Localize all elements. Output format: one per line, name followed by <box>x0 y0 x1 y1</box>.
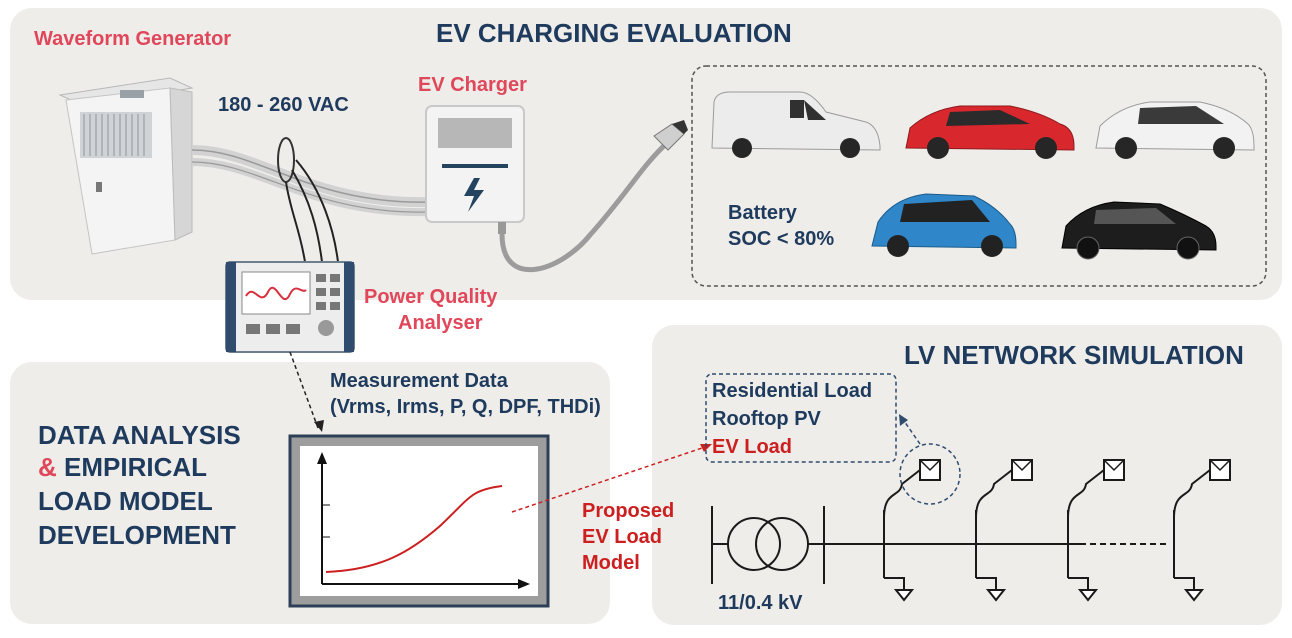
proposed-model-label-2: EV Load <box>582 526 663 548</box>
measurement-chart-icon <box>288 434 550 608</box>
load-pv-label: Rooftop PV <box>712 408 821 430</box>
analysis-title-line-1: DATA ANALYSIS <box>38 420 241 450</box>
van-white-icon <box>711 91 881 158</box>
load-residential-label: Residential Load <box>712 380 873 402</box>
load-curve <box>325 485 503 573</box>
arrow-circle-to-load-box <box>901 417 921 445</box>
measurement-data-label-2: (Vrms, Irms, P, Q, DPF, THDi) <box>330 396 601 418</box>
suv-white-icon <box>1095 101 1255 159</box>
lv-bus-3 <box>1067 459 1125 602</box>
lv-bus-2 <box>975 459 1033 602</box>
battery-soc-label-1: Battery <box>728 202 797 224</box>
transformer-rating-label: 11/0.4 kV <box>718 592 803 614</box>
waveform-generator-label: Waveform Generator <box>34 28 232 50</box>
lv-network-panel <box>652 325 1282 625</box>
analysis-title-line-3: LOAD MODEL <box>38 486 213 516</box>
proposed-model-label-1: Proposed <box>582 500 675 522</box>
hatch-blue-icon <box>871 193 1017 257</box>
battery-soc-label-2: SOC < 80% <box>728 228 835 250</box>
probe-leads <box>285 159 339 263</box>
analysis-title-empirical: EMPIRICAL <box>64 452 208 482</box>
voltage-range-label: 180 - 260 VAC <box>218 94 349 116</box>
pqa-label-2: Analyser <box>398 312 483 334</box>
analysis-title-line-2: & EMPIRICAL <box>38 452 207 483</box>
proposed-model-label-3: Model <box>582 552 640 574</box>
ev-charging-title: EV CHARGING EVALUATION <box>436 18 792 48</box>
power-quality-analyser-icon <box>225 261 355 353</box>
lv-bus-4 <box>1173 459 1231 602</box>
charging-plug-icon <box>653 120 688 151</box>
charger-cable <box>499 140 670 273</box>
arrow-analyser-to-chart <box>289 351 319 429</box>
vehicle-group-box <box>691 65 1267 287</box>
measurement-data-label-1: Measurement Data <box>330 370 508 392</box>
ampersand: & <box>38 452 57 482</box>
highlight-circle <box>899 443 961 505</box>
load-types-box <box>705 373 897 463</box>
pqa-label-1: Power Quality <box>364 286 498 308</box>
analysis-title-line-4: DEVELOPMENT <box>38 520 236 550</box>
sedan-red-icon <box>905 105 1075 159</box>
load-ev-label: EV Load <box>712 436 793 458</box>
transformer-icon <box>711 506 825 584</box>
waveform-generator-icon <box>58 77 194 255</box>
lv-bus-1 <box>883 459 941 602</box>
ev-charger-icon <box>425 105 525 234</box>
hatch-black-icon <box>1061 201 1217 260</box>
ev-charger-label: EV Charger <box>418 74 527 96</box>
lv-network-title: LV NETWORK SIMULATION <box>904 340 1244 370</box>
